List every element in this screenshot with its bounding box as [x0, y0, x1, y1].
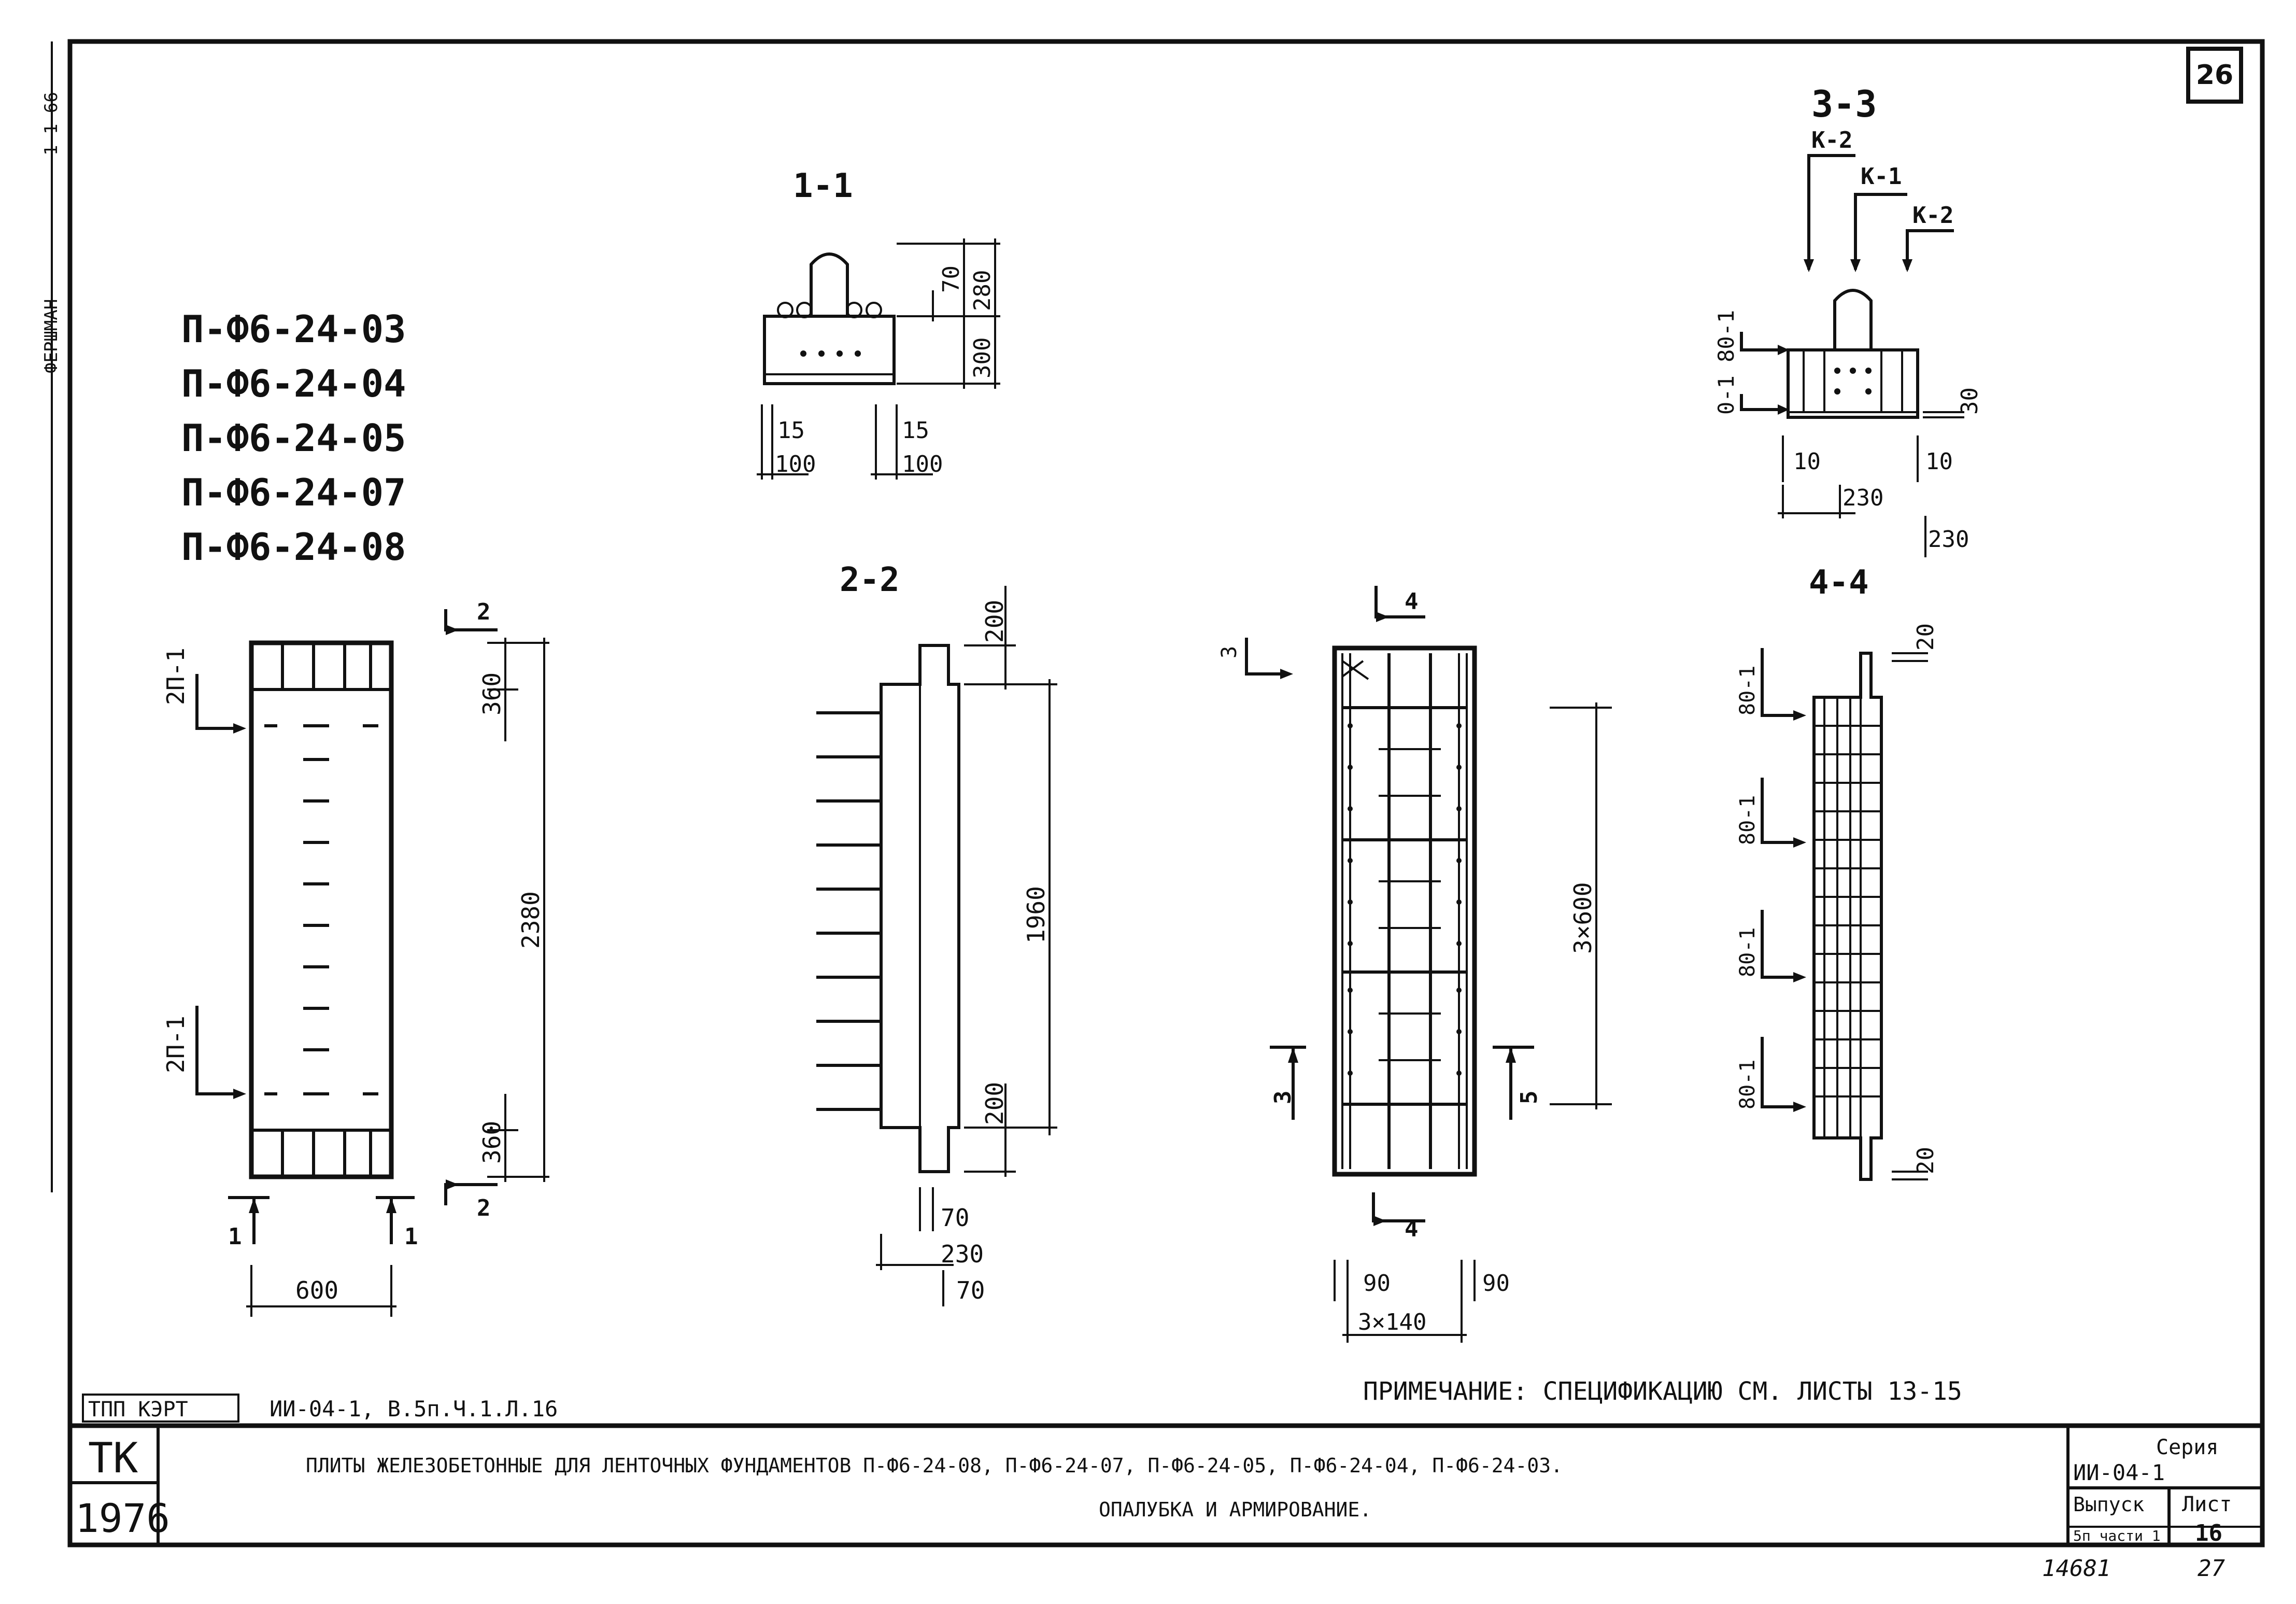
dim-15-left: 15: [777, 417, 805, 444]
mark-item: П-Ф6-24-08: [181, 525, 406, 569]
title-line-2: ОПАЛУБКА И АРМИРОВАНИЕ.: [1099, 1498, 1371, 1521]
dim-20-bottom: 20: [1912, 1147, 1939, 1174]
mark-item: П-Ф6-24-03: [181, 307, 406, 351]
dim-2380: 2380: [517, 891, 545, 949]
section-title-2-2: 2-2: [840, 561, 900, 599]
ref-box-label: ТПП КЭРТ: [88, 1398, 188, 1422]
section-4-4: 4-4 80-1 80-1 8: [1736, 564, 1939, 1181]
dim-600: 600: [295, 1276, 338, 1304]
inventory-number: 14681: [2042, 1555, 2110, 1582]
dim-200-bottom: 200: [981, 1082, 1009, 1125]
margin-label-2: 1-1 66: [41, 92, 62, 156]
net-label-bottom: 2П-1: [162, 1016, 190, 1073]
dim-10-left: 10: [1793, 448, 1821, 475]
dim-360-bottom: 360: [478, 1121, 506, 1164]
net-label-top: 2П-1: [162, 648, 190, 705]
dim-3x140: 3×140: [1358, 1309, 1426, 1335]
dim-90-left: 90: [1363, 1270, 1391, 1297]
mesh-label-4-4: 80-1: [1736, 927, 1760, 977]
issue-value: 5п части 1: [2073, 1527, 2161, 1544]
section-1-1: 1-1 70 280 300 15 100 15 100: [757, 167, 1000, 480]
title-block: ТК 1976 ПЛИТЫ ЖЕЛЕЗОБЕТОННЫЕ ДЛЯ ЛЕНТОЧН…: [70, 1426, 2262, 1546]
section-mark-2-top: 2: [477, 599, 491, 625]
dim-230-a: 230: [1843, 485, 1883, 511]
dim-90-right: 90: [1482, 1270, 1510, 1297]
dim-70-a: 70: [941, 1204, 969, 1232]
reinforcement-plan: 4 4 3 3 5 3×600 90 90 3×140: [1217, 586, 1612, 1343]
dim-1960: 1960: [1022, 886, 1050, 944]
dim-280: 280: [969, 270, 996, 311]
sheet-frame: [67, 39, 2265, 1547]
label-k2-left: К-2: [1811, 127, 1852, 153]
section-title-3-3: 3-3: [1811, 83, 1877, 125]
dim-100-left: 100: [775, 451, 816, 477]
series-label: Серия: [2156, 1436, 2218, 1459]
series-value: ИИ-04-1: [2073, 1460, 2165, 1485]
section-mark-2-bottom: 2: [477, 1195, 491, 1221]
sheet-label: Лист: [2182, 1493, 2232, 1516]
mark-item: П-Ф6-24-05: [181, 416, 406, 460]
section-title-1-1: 1-1: [793, 167, 853, 205]
page-number: 27: [2198, 1555, 2225, 1582]
sheet-number: 26: [2195, 60, 2234, 91]
dim-10-right: 10: [1925, 448, 1953, 475]
dim-70-b: 70: [956, 1276, 985, 1304]
margin-label-1: ФЕРШМАН: [41, 299, 62, 373]
mark-item: П-Ф6-24-04: [181, 362, 406, 405]
dim-200-top: 200: [981, 600, 1009, 643]
mark-item: П-Ф6-24-07: [181, 471, 406, 514]
dim-360-top: 360: [478, 672, 506, 715]
dim-15-right: 15: [902, 417, 929, 444]
section-mark-3-bottom: 3: [1270, 1091, 1296, 1105]
section-title-4-4: 4-4: [1809, 564, 1869, 602]
ref-text: ИИ-04-1, В.5п.Ч.1.Л.16: [270, 1396, 558, 1422]
section-mark-5: 5: [1516, 1091, 1542, 1105]
label-k1: К-1: [1861, 163, 1902, 190]
dim-70: 70: [938, 265, 965, 293]
label-k2-right: К-2: [1912, 202, 1953, 229]
section-mark-1-right: 1: [404, 1223, 418, 1250]
ref-box-frame: [82, 1394, 239, 1423]
dim-3x600: 3×600: [1569, 882, 1597, 954]
year-label: 1976: [75, 1495, 170, 1541]
slab-plan-view: 2П-1 2П-1 2 2 360 2380 360 1 1 600: [162, 599, 549, 1317]
dim-300: 300: [969, 337, 996, 378]
title-line-1: ПЛИТЫ ЖЕЛЕЗОБЕТОННЫЕ ДЛЯ ЛЕНТОЧНЫХ ФУНДА…: [306, 1454, 1563, 1477]
marks-list: П-Ф6-24-03 П-Ф6-24-04 П-Ф6-24-05 П-Ф6-24…: [181, 307, 406, 569]
specification-note: ПРИМЕЧАНИЕ: СПЕЦИФИКАЦИЮ СМ. ЛИСТЫ 13-15: [1363, 1377, 1962, 1406]
section-2-2: 2-2 200 1960 200 70 230 7: [816, 561, 1057, 1306]
section-mark-3-top: 3: [1217, 646, 1241, 658]
dim-230-b: 230: [1928, 526, 1969, 553]
dim-100-right: 100: [902, 451, 943, 477]
section-mark-4-top: 4: [1405, 588, 1419, 615]
dim-230: 230: [941, 1240, 984, 1268]
mesh-label-4-4: 80-1: [1736, 1060, 1760, 1109]
mesh-label-4-4: 80-1: [1736, 795, 1760, 845]
dim-30: 30: [1957, 387, 1983, 415]
mesh-label: 0-1 80-1: [1713, 310, 1739, 415]
section-3-3: 3-3 К-2 К-1 К-2 0-1 80-1 30 10 10: [1713, 83, 1983, 557]
section-mark-1-left: 1: [228, 1223, 242, 1250]
sheet-number-box: 26: [2186, 47, 2243, 104]
section-mark-4-bottom: 4: [1405, 1216, 1419, 1242]
tk-label: ТК: [88, 1434, 138, 1482]
issue-label: Выпуск: [2073, 1493, 2144, 1516]
dim-20-top: 20: [1912, 623, 1939, 651]
sheet-value: 16: [2195, 1520, 2222, 1546]
mesh-label-4-4: 80-1: [1736, 666, 1760, 715]
